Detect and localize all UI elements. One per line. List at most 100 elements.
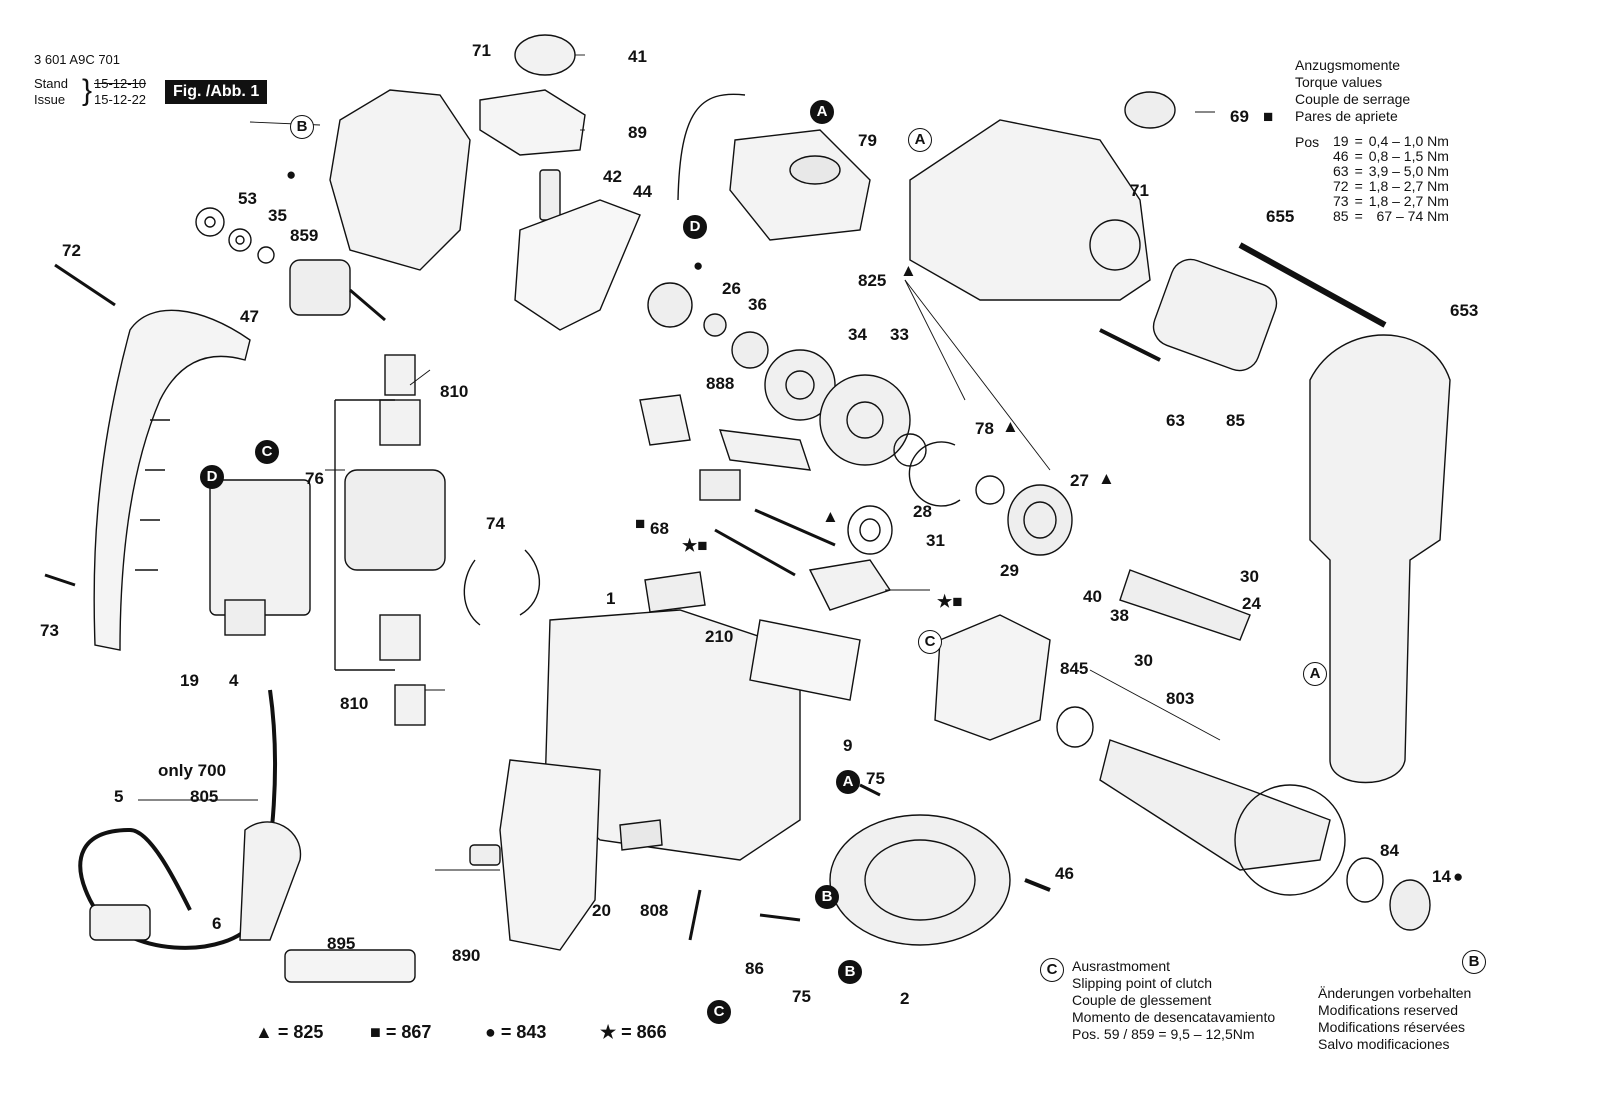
torque-title-de: Anzugsmomente xyxy=(1295,57,1401,73)
changes-line-es: Salvo modificaciones xyxy=(1318,1036,1450,1052)
torque-row: 19=0,4 – 1,0 Nm xyxy=(1333,133,1449,149)
stand-date: 15-12-10 xyxy=(94,76,147,91)
callout-1: 1 xyxy=(606,589,616,608)
marker-d: D xyxy=(683,215,707,239)
callout-35: 35 xyxy=(268,206,287,225)
marker-a: A xyxy=(836,770,860,794)
stator-part xyxy=(829,814,1011,946)
clutch-line-es: Momento de desencatavamiento xyxy=(1072,1009,1276,1025)
callout-29: 29 xyxy=(1000,561,1019,580)
callout-40: 40 xyxy=(1083,587,1102,606)
callout-79: 79 xyxy=(858,131,877,150)
callout-5: 5 xyxy=(114,787,124,806)
marker-a: A xyxy=(1303,662,1327,686)
callout-84: 84 xyxy=(1380,841,1399,860)
legend-triangle: ▲ = 825 xyxy=(255,1022,324,1042)
callout-36: 36 xyxy=(748,295,767,314)
callout-210: 210 xyxy=(705,627,734,646)
callout-69: 69 xyxy=(1230,107,1249,126)
dot-symbol: ● xyxy=(1453,867,1464,886)
torque-pos-label: Pos xyxy=(1295,134,1320,150)
callout-47: 47 xyxy=(240,307,259,326)
callout-14: 14 xyxy=(1432,867,1451,886)
callout-71: 71 xyxy=(1130,181,1149,200)
callout-2: 2 xyxy=(900,989,910,1008)
legend-dot: ● = 843 xyxy=(485,1022,547,1042)
changes-line-fr: Modifications réservées xyxy=(1318,1019,1466,1035)
callout-805: 805 xyxy=(190,787,219,806)
torque-row: 73=1,8 – 2,7 Nm xyxy=(1333,193,1449,209)
callout-38: 38 xyxy=(1110,606,1129,625)
callout-31: 31 xyxy=(926,531,945,550)
callout-75: 75 xyxy=(792,987,811,1006)
square-symbol: ■ xyxy=(635,514,646,533)
star-square-symbol: ★■ xyxy=(682,536,708,555)
issue-date: 15-12-22 xyxy=(94,92,147,107)
callout-888: 888 xyxy=(706,374,735,393)
callout-810: 810 xyxy=(440,382,469,401)
marker-a: A xyxy=(908,128,932,152)
callout-42: 42 xyxy=(603,167,622,186)
callout-only-700: only 700 xyxy=(158,761,227,780)
changes-note: Änderungen vorbehalten Modifications res… xyxy=(1318,985,1471,1053)
torque-row: 63=3,9 – 5,0 Nm xyxy=(1333,163,1449,179)
electronic-module-part xyxy=(729,129,871,241)
clutch-line-fr: Couple de glessement xyxy=(1072,992,1212,1008)
callout-30: 30 xyxy=(1134,651,1153,670)
legend-star: ★ = 866 xyxy=(600,1022,667,1042)
gear-housing-part xyxy=(329,89,471,271)
callout-30: 30 xyxy=(1240,567,1259,586)
callout-46: 46 xyxy=(1055,864,1074,883)
torque-title-en: Torque values xyxy=(1295,74,1383,90)
changes-line-en: Modifications reserved xyxy=(1318,1002,1459,1018)
grease-tube-part xyxy=(284,949,416,983)
callout-53: 53 xyxy=(238,189,257,208)
callout-89: 89 xyxy=(628,123,647,142)
brace-glyph: } xyxy=(82,74,93,107)
auxiliary-handle-part xyxy=(1309,334,1451,784)
depth-stop-rod-part xyxy=(1238,242,1387,328)
callout-73: 73 xyxy=(40,621,59,640)
torque-row: 46=0,8 – 1,5 Nm xyxy=(1333,148,1449,164)
callout-68: 68 xyxy=(650,519,669,538)
triangle-symbol: ▲ xyxy=(1002,417,1019,436)
callout-19: 19 xyxy=(180,671,199,690)
callout-34: 34 xyxy=(848,325,867,344)
figure-label: Fig. /Abb. 1 xyxy=(165,80,268,104)
dot-symbol: ● xyxy=(693,256,704,275)
handle-housing-part xyxy=(93,309,251,651)
torque-title-es: Pares de apriete xyxy=(1295,108,1398,124)
callout-71: 71 xyxy=(472,41,491,60)
callout-74: 74 xyxy=(486,514,505,533)
callout-76: 76 xyxy=(305,469,324,488)
marker-b: B xyxy=(838,960,862,984)
marker-b: B xyxy=(290,115,314,139)
torque-titles: Anzugsmomente Torque values Couple de se… xyxy=(1295,57,1410,125)
callout-808: 808 xyxy=(640,901,669,920)
star-square-symbol: ★■ xyxy=(937,592,963,611)
clutch-pos-line: Pos. 59 / 859 = 9,5 – 12,5Nm xyxy=(1072,1026,1255,1042)
callout-75: 75 xyxy=(866,769,885,788)
callout-9: 9 xyxy=(843,736,853,755)
callout-890: 890 xyxy=(452,946,481,965)
clutch-line-en: Slipping point of clutch xyxy=(1072,975,1213,991)
triangle-symbol: ▲ xyxy=(822,507,839,526)
square-symbol: ■ xyxy=(1263,107,1274,126)
part-number: 3 601 A9C 701 xyxy=(34,52,121,67)
clutch-note: Ausrastmoment Slipping point of clutch C… xyxy=(1072,958,1275,1043)
marker-d: D xyxy=(200,465,224,489)
marker-b: B xyxy=(1462,950,1486,974)
callout-810: 810 xyxy=(340,694,369,713)
callout-6: 6 xyxy=(212,914,222,933)
front-housing-part xyxy=(909,119,1151,301)
chuck-part xyxy=(1152,258,1278,372)
callout-803: 803 xyxy=(1166,689,1195,708)
callout-825: 825 xyxy=(858,271,887,290)
callout-20: 20 xyxy=(592,901,611,920)
callout-845: 845 xyxy=(1060,659,1089,678)
marker-c: C xyxy=(255,440,279,464)
callout-895: 895 xyxy=(327,934,356,953)
marker-c: C xyxy=(918,630,942,654)
switch-part xyxy=(209,479,311,616)
